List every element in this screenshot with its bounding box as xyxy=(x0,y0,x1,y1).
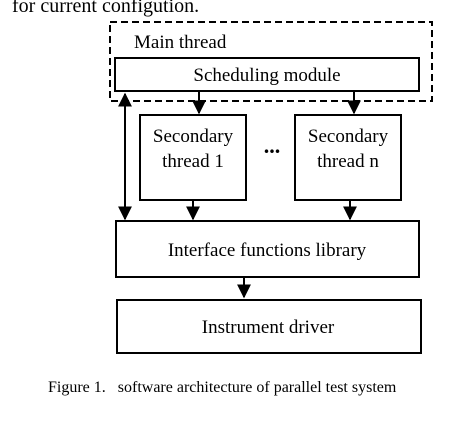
main-thread-container xyxy=(109,21,433,102)
header-text: for current configution. xyxy=(12,0,199,17)
figure-caption: Figure 1. software architecture of paral… xyxy=(48,379,397,396)
instrument-driver-box xyxy=(116,299,422,354)
interface-library-label: Interface functions library xyxy=(168,240,367,261)
secondary-thread-1-line1: Secondary xyxy=(153,126,234,147)
main-thread-label: Main thread xyxy=(134,32,227,53)
scheduling-module-box xyxy=(114,57,420,92)
instrument-driver-label: Instrument driver xyxy=(202,317,335,338)
secondary-thread-n-line2: thread n xyxy=(317,151,379,172)
thread-ellipsis: ... xyxy=(264,133,281,158)
secondary-thread-1-line2: thread 1 xyxy=(162,151,224,172)
secondary-thread-n-line1: Secondary xyxy=(308,126,389,147)
scheduling-module-label: Scheduling module xyxy=(193,65,340,86)
interface-library-box xyxy=(115,220,420,278)
secondary-thread-n-box xyxy=(294,114,402,201)
secondary-thread-1-box xyxy=(139,114,247,201)
